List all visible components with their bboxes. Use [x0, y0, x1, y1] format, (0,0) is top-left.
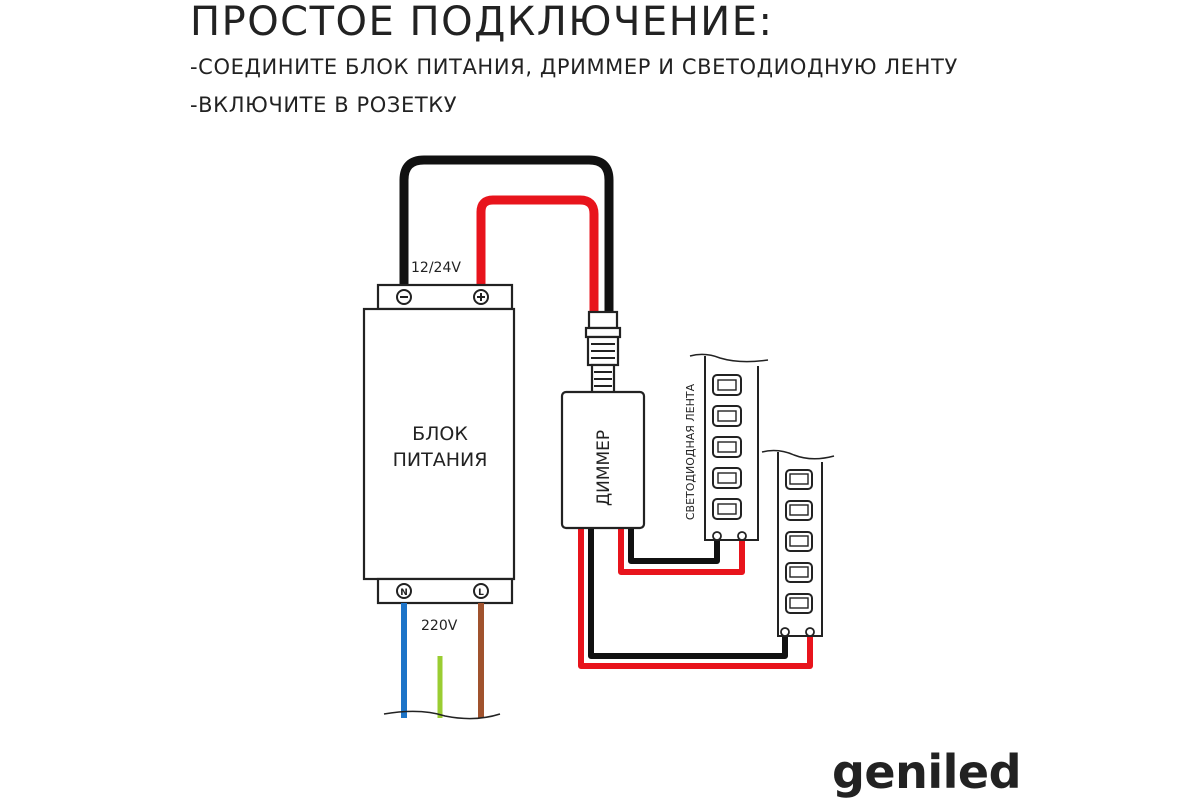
- terminal-l-label: L: [478, 588, 484, 598]
- psu-label-line1: БЛОК: [412, 423, 468, 445]
- red-wire-to-strip-1: [618, 528, 745, 575]
- dc-voltage-label: 12/24V: [411, 260, 461, 276]
- black-wire-to-strip-1: [628, 528, 720, 564]
- ac-voltage-label: 220V: [421, 618, 458, 634]
- black-wire-psu-to-dimmer: [399, 155, 614, 317]
- led-strip-2: [761, 449, 835, 637]
- instruction-step-plug-in: -ВКЛЮЧИТЕ В РОЗЕТКУ: [190, 93, 458, 117]
- dimmer-label: ДИММЕР: [594, 430, 614, 506]
- instruction-step-connect: -СОЕДИНИТЕ БЛОК ПИТАНИЯ, ДРИММЕР И СВЕТО…: [190, 55, 958, 79]
- terminal-minus-icon: [396, 289, 412, 305]
- terminal-plus-icon: [473, 289, 489, 305]
- red-wire-to-strip-2: [578, 528, 813, 669]
- geniled-logo: geniled: [832, 745, 1022, 799]
- led-strip-1: [689, 353, 769, 541]
- power-supply: [362, 283, 516, 605]
- cable-cut-line: [383, 710, 501, 720]
- psu-label-line2: ПИТАНИЯ: [393, 449, 488, 471]
- dc-connector: [584, 310, 622, 395]
- red-wire-psu-to-dimmer: [476, 195, 599, 317]
- led-strip-label: СВЕТОДИОДНАЯ ЛЕНТА: [684, 383, 697, 520]
- dimmer-box: [560, 390, 646, 530]
- black-wire-to-strip-2: [588, 528, 788, 659]
- terminal-n-label: N: [400, 588, 408, 598]
- page-title: ПРОСТОЕ ПОДКЛЮЧЕНИЕ:: [190, 0, 774, 45]
